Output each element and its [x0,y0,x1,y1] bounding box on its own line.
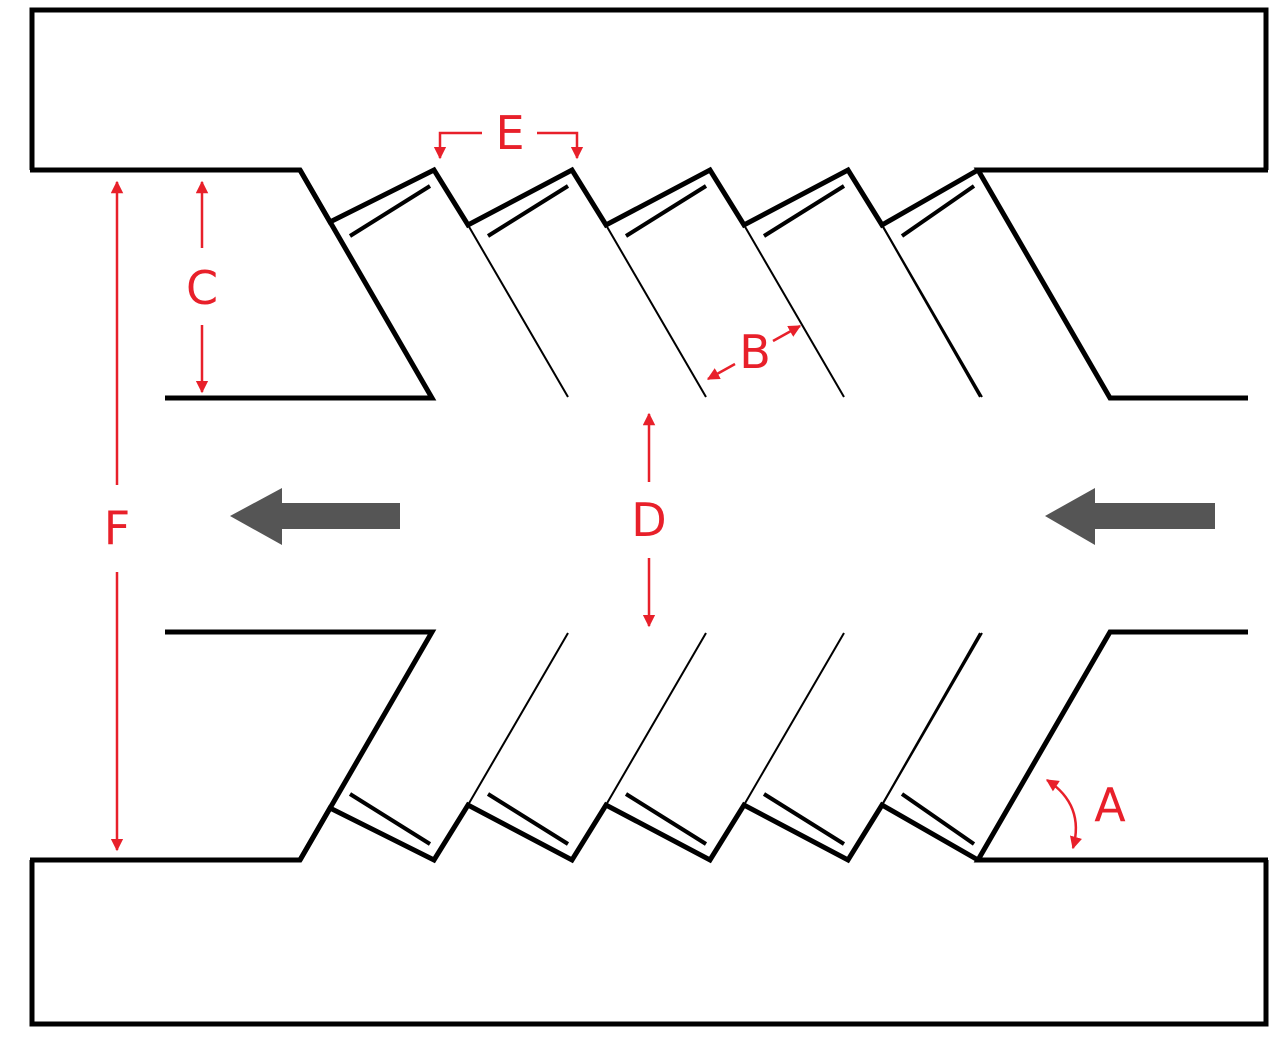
baffle-edge-line [605,224,707,398]
dimension-e-left [433,131,482,160]
baffle-edge-line [743,632,845,806]
flow-arrow-left [230,488,400,545]
baffle-sawtooth [297,801,980,864]
bottom-wall [30,629,1268,864]
inlet-wedge [30,167,437,401]
baffle-edge-line [881,224,981,398]
baffle-panel-line [348,792,432,846]
dimension-b-left [706,362,736,381]
inlet-wedge [30,629,437,863]
baffle-panel-line [762,792,846,846]
flow-arrow-right [1045,488,1215,545]
baffle-panel-line [486,792,570,846]
bottom-block [29,860,1269,1027]
baffle-edge-line [881,632,981,806]
baffle-panel-line [624,184,708,238]
label-d: D [631,493,666,547]
label-b: B [739,325,771,379]
baffle-panel-line [624,792,708,846]
outlet-wedge [973,167,1268,401]
baffle-panel-line [762,184,846,238]
baffle-edge-line [605,632,707,806]
outlet-wedge [973,629,1268,863]
baffle-edge-line [467,224,569,398]
top-block [29,7,1269,170]
baffle-panel-line [900,792,976,846]
baffle-sawtooth [297,166,980,229]
label-a: A [1094,778,1126,832]
dimension-e-right [537,131,584,160]
baffle-panel-line [486,184,570,238]
baffle-edge-line [467,632,569,806]
top-wall [30,166,1268,401]
label-f: F [104,501,130,555]
baffle-edge-line [743,224,845,398]
dimension-b-right [772,324,802,343]
baffle-panel-line [900,184,976,238]
baffle-panel-line [348,184,432,238]
label-e: E [495,106,524,160]
label-c: C [186,261,218,315]
angle-a-arc [1045,778,1083,850]
